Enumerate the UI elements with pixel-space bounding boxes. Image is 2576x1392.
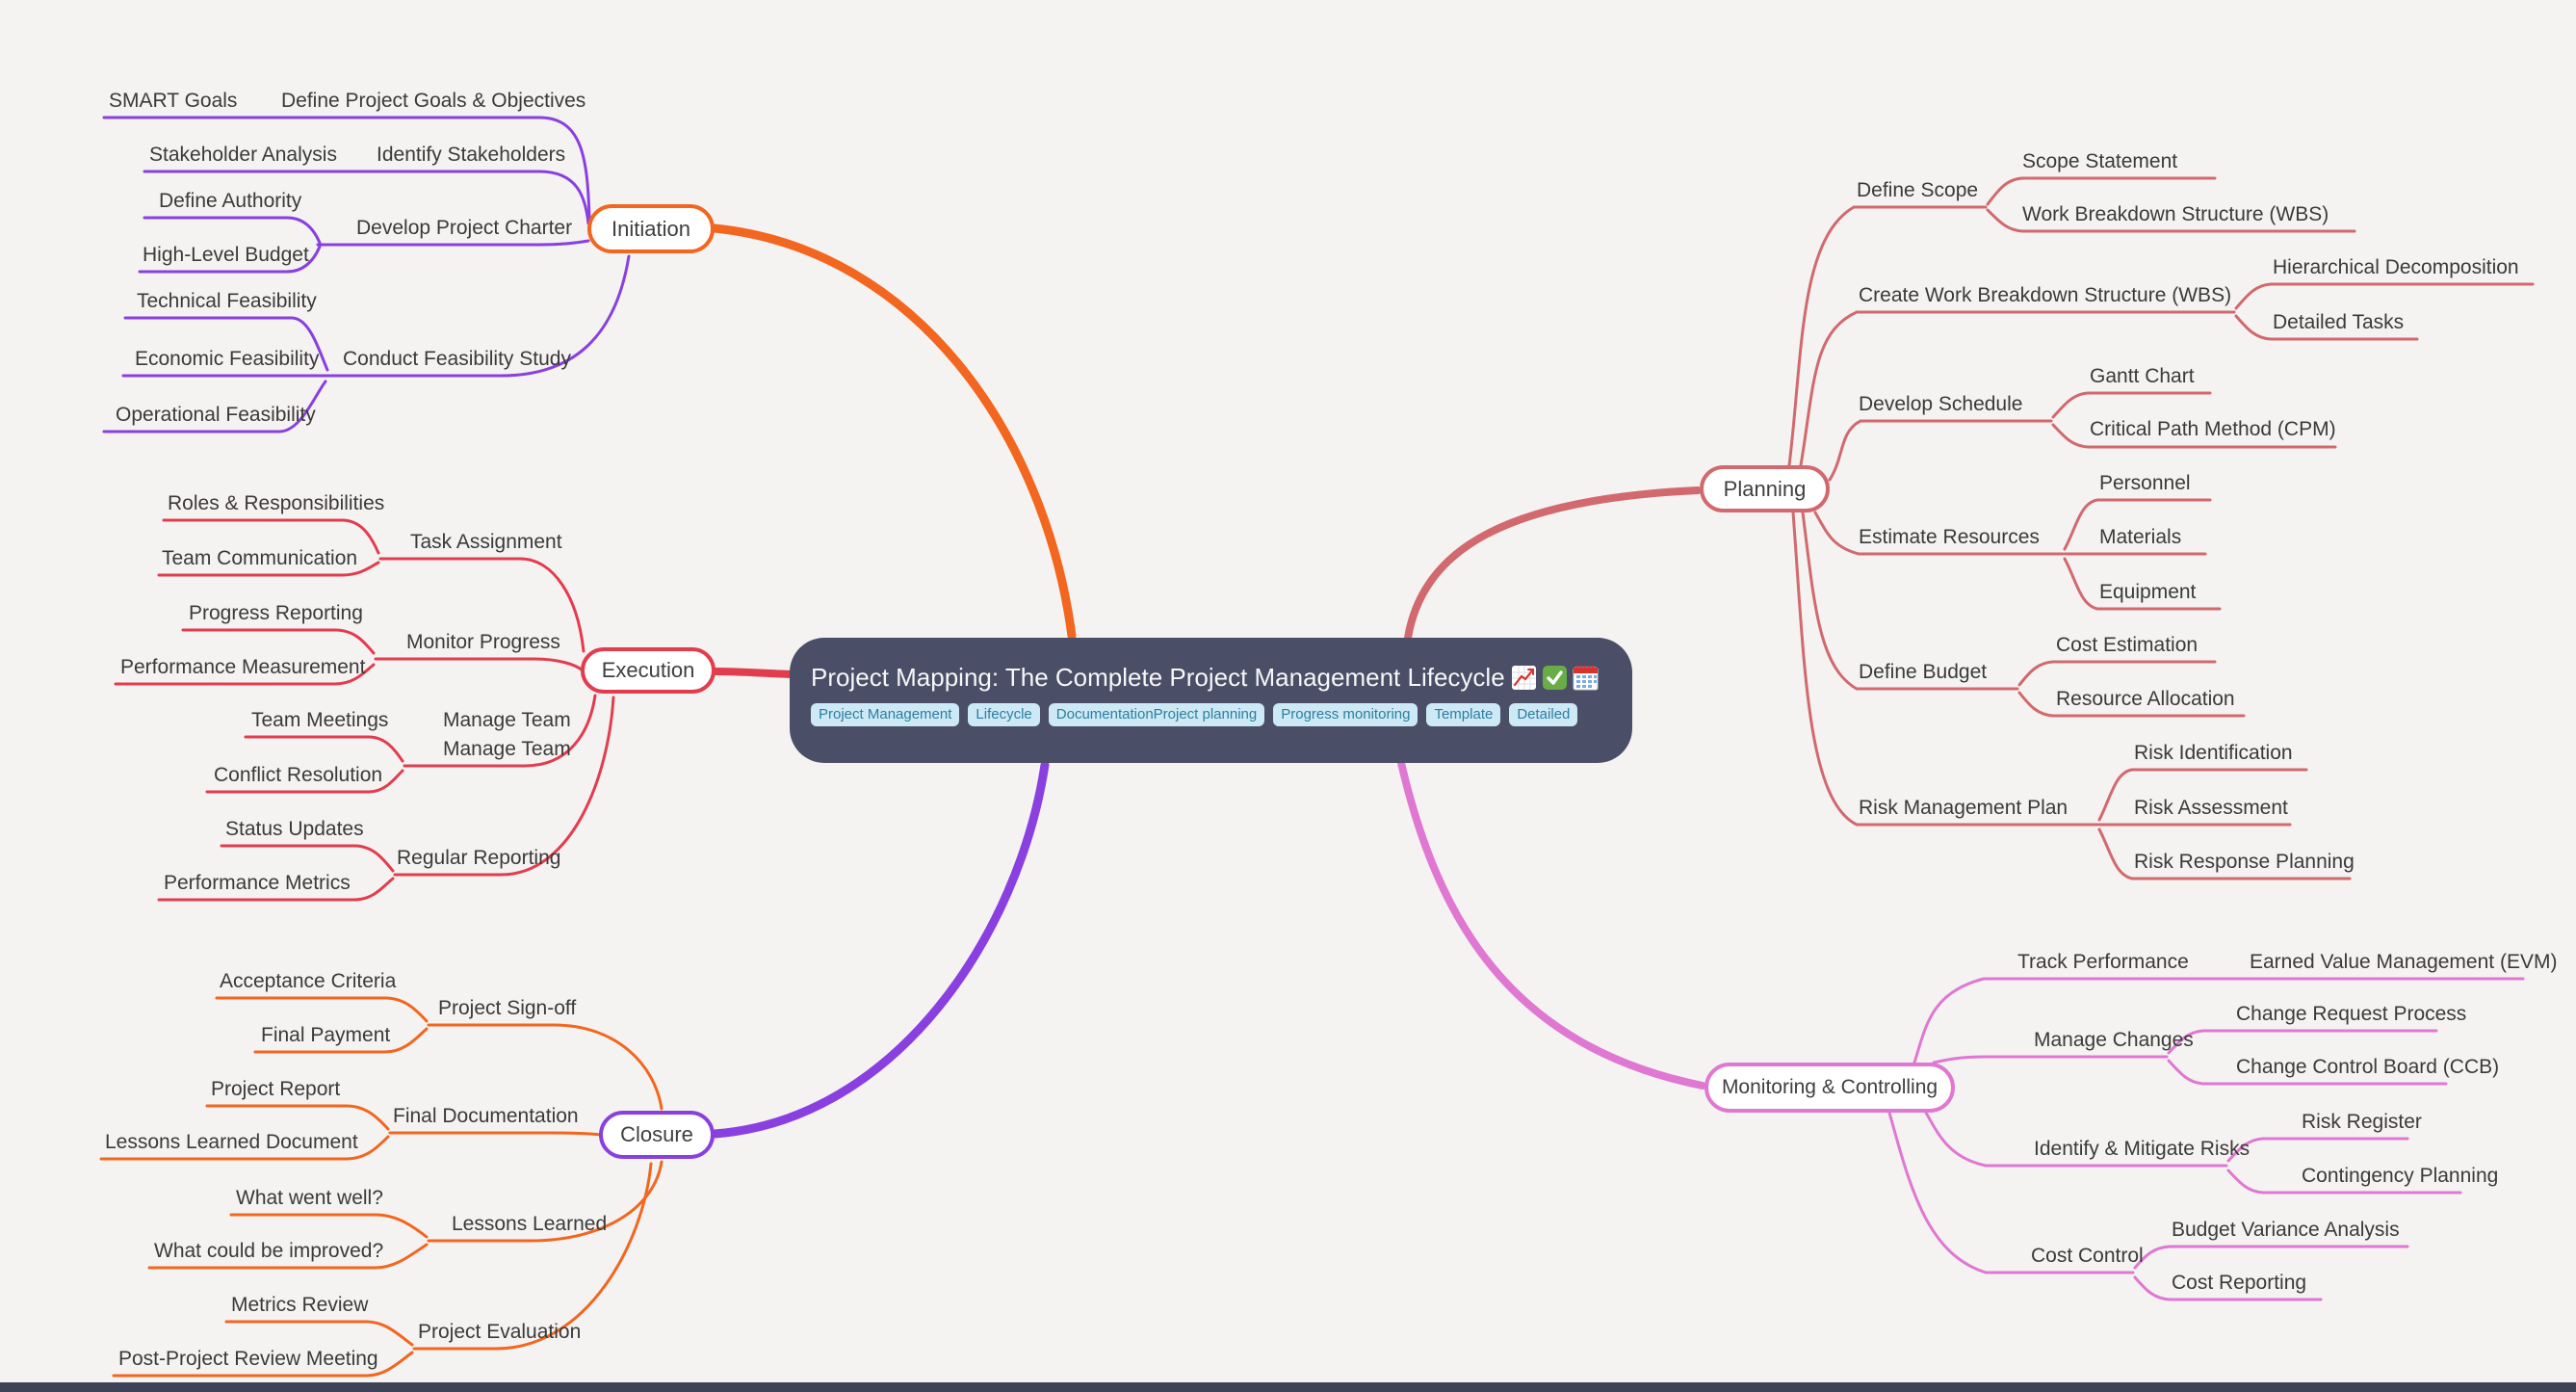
topic-label[interactable]: Equipment xyxy=(2099,581,2197,603)
topic-label[interactable]: Risk Assessment xyxy=(2134,797,2288,819)
tag-badge: Template xyxy=(1426,703,1501,726)
topic-label[interactable]: Project Report xyxy=(211,1078,341,1100)
bottom-edge-bar xyxy=(0,1382,2576,1392)
topic-label[interactable]: Estimate Resources xyxy=(1859,526,2040,548)
tag-badge: Project Management xyxy=(811,703,960,726)
topic-label[interactable]: Work Breakdown Structure (WBS) xyxy=(2022,203,2329,225)
topic-label[interactable]: Conduct Feasibility Study xyxy=(343,348,571,370)
tag-badge: Lifecycle xyxy=(968,703,1040,726)
chart-increasing-icon xyxy=(1511,665,1536,690)
topic-label[interactable]: Identify & Mitigate Risks xyxy=(2034,1138,2251,1160)
link-center-planning xyxy=(1404,486,1702,642)
branch-node-planning[interactable]: Planning xyxy=(1700,465,1830,512)
topic-label[interactable]: Gantt Chart xyxy=(2090,365,2195,387)
topic-label[interactable]: Risk Response Planning xyxy=(2134,851,2355,873)
topic-label[interactable]: Earned Value Management (EVM) xyxy=(2250,951,2558,973)
topic-label[interactable]: Risk Identification xyxy=(2134,742,2293,764)
topic-label[interactable]: Team Meetings xyxy=(251,709,389,731)
topic-label[interactable]: Cost Control xyxy=(2031,1245,2144,1267)
topic-label[interactable]: Identify Stakeholders xyxy=(377,144,566,166)
topic-label[interactable]: Manage Team xyxy=(443,709,571,731)
central-topic-title: Project Mapping: The Complete Project Ma… xyxy=(811,663,1613,692)
topic-label[interactable]: Status Updates xyxy=(225,818,364,840)
branch-node-monitoring-controlling[interactable]: Monitoring & Controlling xyxy=(1704,1063,1955,1113)
topic-label[interactable]: Develop Project Charter xyxy=(356,217,573,239)
topic-label[interactable]: Develop Schedule xyxy=(1859,393,2023,415)
topic-label[interactable]: Project Sign-off xyxy=(438,997,577,1019)
topic-label[interactable]: Economic Feasibility xyxy=(135,348,320,370)
topic-label[interactable]: Stakeholder Analysis xyxy=(149,144,337,166)
topic-label[interactable]: Operational Feasibility xyxy=(116,404,316,426)
tag-badge: DocumentationProject planning xyxy=(1048,703,1265,726)
topic-label[interactable]: Task Assignment xyxy=(410,531,562,553)
topic-label[interactable]: Cost Estimation xyxy=(2056,634,2199,656)
topic-label[interactable]: Metrics Review xyxy=(231,1294,369,1316)
topic-label[interactable]: Hierarchical Decomposition xyxy=(2273,256,2519,278)
central-tag-row: Project Management Lifecycle Documentati… xyxy=(811,703,1613,726)
topic-label[interactable]: High-Level Budget xyxy=(143,244,309,266)
topic-label[interactable]: Change Request Process xyxy=(2236,1003,2467,1025)
topic-label[interactable]: Resource Allocation xyxy=(2056,688,2235,710)
topic-label[interactable]: What could be improved? xyxy=(154,1240,384,1262)
link-center-execution xyxy=(712,668,795,678)
topic-label[interactable]: What went well? xyxy=(236,1187,383,1209)
topic-label[interactable]: Track Performance xyxy=(2017,951,2189,973)
topic-label[interactable]: Define Authority xyxy=(159,190,302,212)
topic-label[interactable]: Manage Team xyxy=(443,738,571,760)
central-topic-node[interactable]: Project Mapping: The Complete Project Ma… xyxy=(790,638,1632,763)
topic-label[interactable]: Team Communication xyxy=(162,547,358,569)
topic-label[interactable]: Final Documentation xyxy=(393,1105,579,1127)
topic-label[interactable]: Define Budget xyxy=(1859,661,1988,683)
tag-badge: Detailed xyxy=(1509,703,1578,726)
topic-label[interactable]: Post-Project Review Meeting xyxy=(118,1348,378,1370)
topic-label[interactable]: Budget Variance Analysis xyxy=(2172,1219,2400,1241)
topic-label[interactable]: Risk Management Plan xyxy=(1859,797,2069,819)
topic-label[interactable]: Technical Feasibility xyxy=(137,290,317,312)
topic-label[interactable]: Conflict Resolution xyxy=(214,764,383,786)
topic-label[interactable]: Lessons Learned Document xyxy=(105,1131,358,1153)
topic-label[interactable]: Detailed Tasks xyxy=(2273,311,2405,333)
topic-label[interactable]: Critical Path Method (CPM) xyxy=(2090,418,2336,440)
topic-label[interactable]: Scope Statement xyxy=(2022,150,2178,172)
calendar-icon xyxy=(1573,664,1599,690)
topic-label[interactable]: Risk Register xyxy=(2302,1111,2422,1133)
topic-label[interactable]: Performance Metrics xyxy=(164,872,351,894)
topic-label[interactable]: Monitor Progress xyxy=(406,631,560,653)
topic-label[interactable]: Roles & Responsibilities xyxy=(168,492,385,514)
link-center-closure xyxy=(710,760,1050,1139)
link-center-initiation xyxy=(710,223,1077,641)
topic-label[interactable]: Acceptance Criteria xyxy=(220,970,397,992)
branch-node-initiation[interactable]: Initiation xyxy=(587,204,715,253)
tag-badge: Progress monitoring xyxy=(1273,703,1418,726)
topic-label[interactable]: Project Evaluation xyxy=(418,1321,582,1343)
branch-node-closure[interactable]: Closure xyxy=(599,1111,715,1159)
topic-label[interactable]: Create Work Breakdown Structure (WBS) xyxy=(1859,284,2232,306)
topic-label[interactable]: Define Project Goals & Objectives xyxy=(281,90,586,112)
topic-label[interactable]: Personnel xyxy=(2099,472,2191,494)
topic-label[interactable]: Lessons Learned xyxy=(452,1213,608,1235)
topic-label[interactable]: Performance Measurement xyxy=(120,656,366,678)
topic-label[interactable]: Progress Reporting xyxy=(189,602,363,624)
topic-label[interactable]: Materials xyxy=(2099,526,2182,548)
branch-node-execution[interactable]: Execution xyxy=(581,647,716,694)
topic-label[interactable]: Manage Changes xyxy=(2034,1029,2194,1051)
topic-label[interactable]: Final Payment xyxy=(261,1024,391,1046)
topic-label[interactable]: SMART Goals xyxy=(109,90,238,112)
check-mark-button-icon xyxy=(1542,665,1567,690)
topic-label[interactable]: Cost Reporting xyxy=(2172,1272,2307,1294)
topic-label[interactable]: Contingency Planning xyxy=(2302,1165,2499,1187)
topic-label[interactable]: Define Scope xyxy=(1857,179,1979,201)
topic-label[interactable]: Change Control Board (CCB) xyxy=(2236,1056,2500,1078)
topic-label[interactable]: Regular Reporting xyxy=(397,847,561,869)
link-center-monitoring xyxy=(1397,759,1706,1090)
